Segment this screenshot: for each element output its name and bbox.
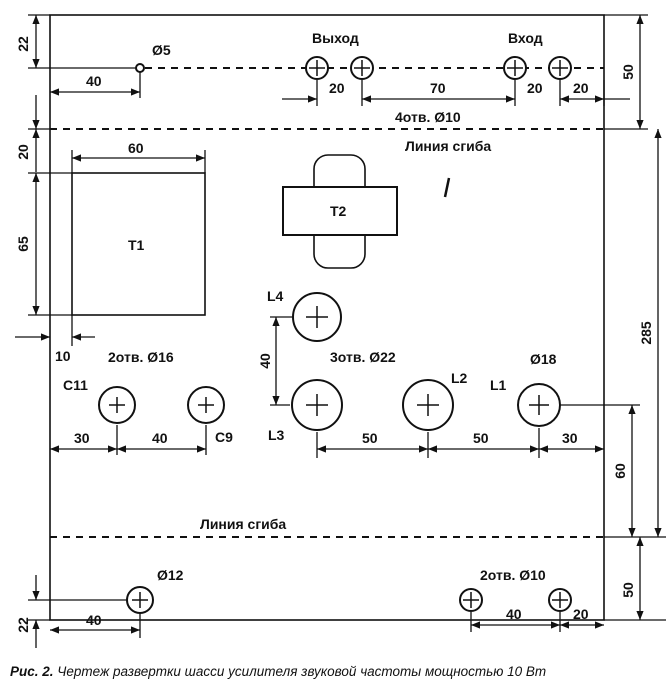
label-l2: L2 <box>451 370 468 386</box>
label-4-holes-10: 4отв. Ø10 <box>395 109 461 125</box>
fold-line-top-label: Линия сгиба <box>405 138 491 154</box>
label-c11: C11 <box>63 377 88 393</box>
dim-20-edge: 20 <box>573 80 589 96</box>
label-hole-18: Ø18 <box>530 351 557 367</box>
dim-40-bottom-left: 40 <box>86 612 102 628</box>
label-l3: L3 <box>268 427 285 443</box>
dim-bottom-22: 22 <box>15 617 31 633</box>
dim-20-in: 20 <box>527 80 543 96</box>
dim-60-t1: 60 <box>128 140 144 156</box>
dim-40-top: 40 <box>86 73 102 89</box>
caption-text: Чертеж развертки шасси усилителя звуково… <box>57 664 547 679</box>
chassis-outline <box>49 14 605 621</box>
dim-10: 10 <box>55 348 71 364</box>
input-holes <box>503 56 572 80</box>
transformer-t2 <box>282 186 398 236</box>
label-2-holes-10: 2отв. Ø10 <box>480 567 546 583</box>
dim-20-bottom-right: 20 <box>573 606 589 622</box>
label-hole-12: Ø12 <box>157 567 184 583</box>
output-holes <box>305 56 374 80</box>
dim-60-right: 60 <box>612 463 628 479</box>
label-c9: C9 <box>215 429 233 445</box>
mark-stroke <box>443 177 451 198</box>
label-t1: T1 <box>128 237 145 253</box>
dim-right-50-top: 50 <box>620 64 636 80</box>
dim-left-20: 20 <box>15 144 31 160</box>
fold-line-bottom-label: Линия сгиба <box>200 516 286 532</box>
dim-50-b: 50 <box>473 430 489 446</box>
dim-40-bottom-right: 40 <box>506 606 522 622</box>
dim-65: 65 <box>15 236 31 252</box>
label-input: Вход <box>508 30 543 46</box>
dim-20-out: 20 <box>329 80 345 96</box>
label-output: Выход <box>312 30 359 46</box>
dim-40-mid: 40 <box>152 430 168 446</box>
dim-70: 70 <box>430 80 446 96</box>
dim-top-22: 22 <box>15 36 31 52</box>
label-2-holes-16: 2отв. Ø16 <box>108 349 174 365</box>
dim-30-left: 30 <box>74 430 90 446</box>
dim-right-50-bottom: 50 <box>620 582 636 598</box>
chassis-drawing: Линия сгиба Линия сгиба 22 20 40 Ø5 Выхо… <box>15 14 666 648</box>
dim-285: 285 <box>638 321 654 345</box>
label-t2: T2 <box>330 203 347 219</box>
label-l1: L1 <box>490 377 507 393</box>
dim-30-right: 30 <box>562 430 578 446</box>
label-l4: L4 <box>267 288 284 304</box>
label-3-holes-22: 3отв. Ø22 <box>330 349 396 365</box>
dim-40-vertical: 40 <box>257 353 273 369</box>
hole-5 <box>135 63 145 73</box>
dim-50-a: 50 <box>362 430 378 446</box>
caption-label: Рис. 2. <box>10 664 54 679</box>
transformer-t1 <box>71 172 206 316</box>
label-hole-5: Ø5 <box>152 42 171 58</box>
figure-caption: Рис. 2. Чертеж развертки шасси усилителя… <box>10 664 660 679</box>
